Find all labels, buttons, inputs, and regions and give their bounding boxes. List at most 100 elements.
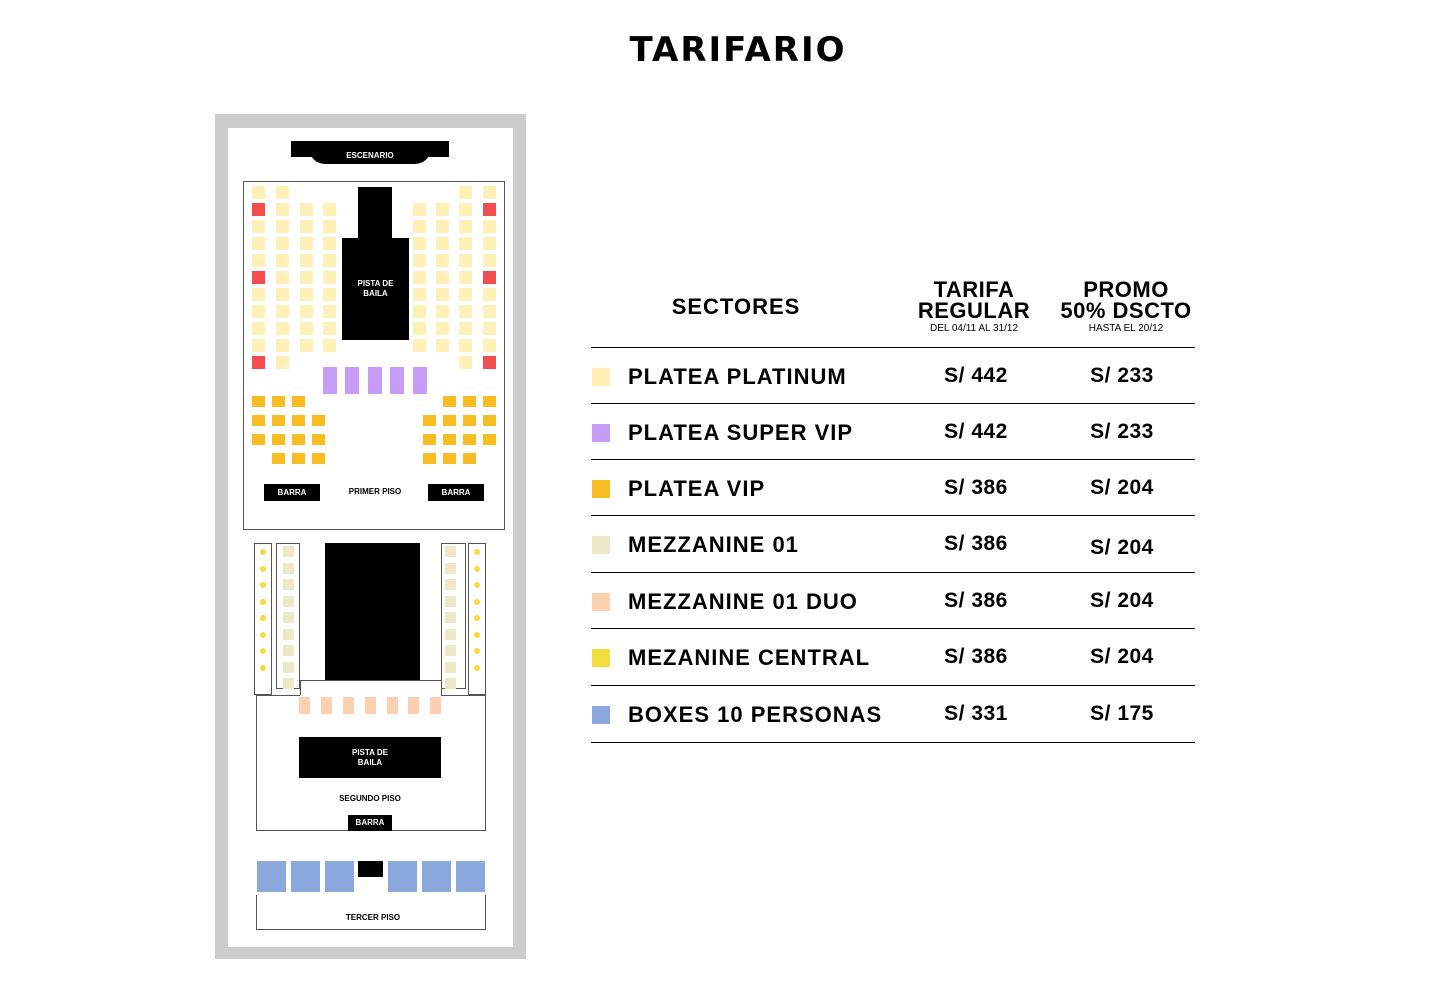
seat-vip [312, 415, 325, 426]
seat-red [483, 203, 496, 216]
seat-platinum [252, 254, 265, 267]
header-regular: TARIFA REGULAR DEL 04/11 AL 31/12 [899, 279, 1049, 335]
seat-platinum [300, 339, 313, 352]
seat-vip [463, 415, 476, 426]
bar-right: BARRA [428, 484, 484, 501]
sector-color-swatch [592, 593, 610, 611]
seat-platinum [436, 203, 449, 216]
seat-platinum [300, 220, 313, 233]
promo-price: S/ 204 [1090, 536, 1154, 559]
seat-vip [272, 453, 285, 464]
dance-floor-1: PISTA DE BAILA [342, 238, 409, 340]
seat-central [260, 598, 266, 605]
seat-box [291, 861, 320, 892]
seat-platinum [252, 288, 265, 301]
price-row: PLATEA VIP S/ 386 S/ 204 [591, 460, 1195, 516]
seat-duo [387, 697, 398, 714]
seat-mezzanine [283, 562, 294, 574]
seat-box [456, 861, 485, 892]
seat-vip [252, 396, 265, 407]
seat-mezzanine [445, 562, 456, 574]
seat-platinum [413, 203, 426, 216]
seat-platinum [436, 305, 449, 318]
seat-platinum [300, 237, 313, 250]
seat-platinum [459, 203, 472, 216]
seat-platinum [252, 220, 265, 233]
seat-platinum [436, 237, 449, 250]
seat-platinum [459, 288, 472, 301]
seat-vip [463, 434, 476, 445]
seat-platinum [276, 305, 289, 318]
price-row: PLATEA SUPER VIP S/ 442 S/ 233 [591, 404, 1195, 460]
third-floor-label: TERCER PISO [345, 913, 401, 922]
bar-2: BARRA [348, 815, 392, 831]
sector-name: BOXES 10 PERSONAS [628, 702, 883, 727]
seat-box [257, 861, 286, 892]
seat-central [260, 631, 266, 638]
seat-box [325, 861, 354, 892]
seat-central [260, 664, 266, 671]
seat-vip [443, 434, 456, 445]
seat-mezzanine [283, 678, 294, 689]
seat-mezzanine [283, 645, 294, 656]
seat-platinum [276, 203, 289, 216]
seat-platinum [276, 220, 289, 233]
sector-color-swatch [592, 649, 610, 667]
table-divider [591, 403, 1195, 404]
seat-mezzanine [283, 579, 294, 590]
seat-platinum [323, 220, 336, 233]
price-row: MEZANINE CENTRAL S/ 386 S/ 204 [591, 629, 1195, 685]
seat-platinum [276, 271, 289, 284]
price-row: MEZZANINE 01 DUO S/ 386 S/ 204 [591, 573, 1195, 629]
seat-central [474, 631, 480, 638]
regular-price: S/ 386 [944, 476, 1008, 499]
seat-platinum [459, 237, 472, 250]
regular-price: S/ 386 [944, 589, 1008, 612]
seat-vip [252, 434, 265, 445]
seat-platinum [483, 186, 496, 199]
table-divider [591, 685, 1195, 686]
dance-floor-2: PISTA DE BAILA [299, 737, 441, 778]
seat-duo [430, 697, 441, 714]
regular-price: S/ 386 [944, 645, 1008, 668]
seat-box [388, 861, 417, 892]
second-floor-top-left [256, 695, 300, 696]
seat-vip [312, 453, 325, 464]
seat-platinum [413, 305, 426, 318]
stage-label: ESCENARIO [309, 148, 431, 164]
seat-central [260, 565, 266, 572]
seat-platinum [459, 220, 472, 233]
dance-floor-neck [358, 187, 392, 241]
seat-red [252, 356, 265, 369]
seat-platinum [436, 220, 449, 233]
seat-platinum [300, 271, 313, 284]
seat-vip [443, 415, 456, 426]
seat-platinum [483, 339, 496, 352]
seat-platinum [459, 271, 472, 284]
sector-name: MEZZANINE 01 [628, 532, 799, 557]
seat-mezzanine [445, 612, 456, 623]
seat-platinum [459, 356, 472, 369]
seat-duo [299, 697, 310, 714]
box-center-block [358, 861, 383, 877]
seat-vip [292, 453, 305, 464]
page-title: TARIFARIO [629, 30, 847, 70]
seat-platinum [413, 339, 426, 352]
seat-duo [365, 697, 376, 714]
regular-price: S/ 442 [944, 364, 1008, 387]
seat-mezzanine [445, 628, 456, 640]
header-promo-line1: PROMO [1083, 277, 1169, 302]
seat-central [474, 615, 480, 621]
table-divider [591, 515, 1195, 516]
seat-platinum [276, 356, 289, 369]
sector-color-swatch [592, 706, 610, 724]
seat-super-vip [345, 367, 359, 394]
seat-platinum [436, 254, 449, 267]
seat-platinum [252, 186, 265, 199]
seat-platinum [436, 339, 449, 352]
seat-mezzanine [283, 628, 294, 640]
seat-mezzanine [283, 546, 294, 557]
seat-platinum [483, 305, 496, 318]
seat-vip [272, 434, 285, 445]
seat-platinum [436, 288, 449, 301]
